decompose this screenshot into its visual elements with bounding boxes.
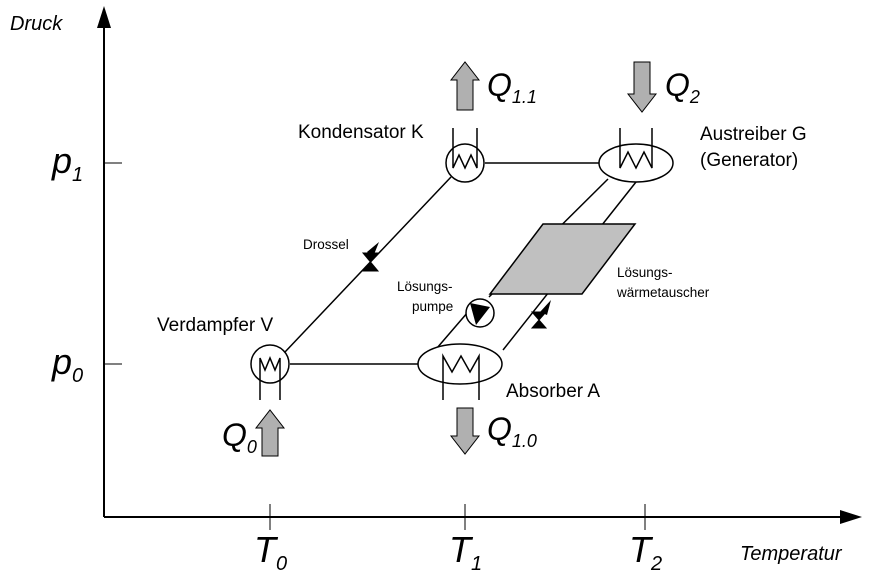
q11-up-arrow-icon (449, 61, 481, 111)
verdampfer-circle (250, 344, 290, 384)
q2-label: Q2 (665, 67, 700, 107)
pumpe-label-line2: pumpe (412, 299, 453, 314)
waermetauscher-label-line2: wärmetauscher (616, 285, 710, 300)
y-tick-label-p0: p0 (51, 341, 83, 387)
q0-label: Q0 (222, 417, 257, 457)
pump-triangle-icon (470, 303, 490, 325)
waermetauscher-label-line1: Lösungs- (617, 265, 673, 280)
q0-up-arrow-icon (254, 409, 286, 457)
drossel-flow-arrow-icon (367, 242, 379, 257)
absorber-coil (442, 353, 480, 400)
kondensator-coil (452, 128, 478, 170)
loesung-valve-icon (530, 311, 548, 329)
y-axis-arrowhead (97, 6, 111, 28)
q2-down-arrow-icon (626, 61, 658, 113)
austreiber-label: Austreiber G (700, 124, 807, 145)
x-tick-label-t2: T2 (629, 529, 662, 575)
y-axis-title: Druck (10, 13, 63, 35)
drossel-valve-icon (361, 252, 380, 272)
absorber-label: Absorber A (506, 381, 600, 402)
verdampfer-coil (259, 356, 281, 400)
generator-label: (Generator) (700, 150, 798, 171)
loesungswaermetauscher (488, 223, 637, 295)
q10-label: Q1.0 (487, 411, 537, 451)
austreiber-ellipse (598, 143, 674, 183)
kondensator-circle (445, 143, 485, 183)
q10-down-arrow-icon (449, 407, 481, 455)
x-axis-title: Temperatur (740, 543, 843, 565)
kondensator-label: Kondensator K (298, 122, 424, 143)
y-tick-label-p1: p1 (51, 140, 83, 186)
verdampfer-label: Verdampfer V (157, 315, 273, 336)
x-axis-arrowhead (840, 510, 862, 524)
austreiber-coil (619, 128, 653, 170)
x-tick-label-t0: T0 (254, 529, 287, 575)
drossel-label: Drossel (303, 237, 349, 252)
absorber-ellipse (417, 343, 503, 385)
loesung-flow-arrow-icon (540, 300, 551, 315)
pumpe-label-line1: Lösungs- (397, 279, 453, 294)
x-tick-label-t1: T1 (449, 529, 482, 575)
q11-label: Q1.1 (487, 67, 537, 107)
